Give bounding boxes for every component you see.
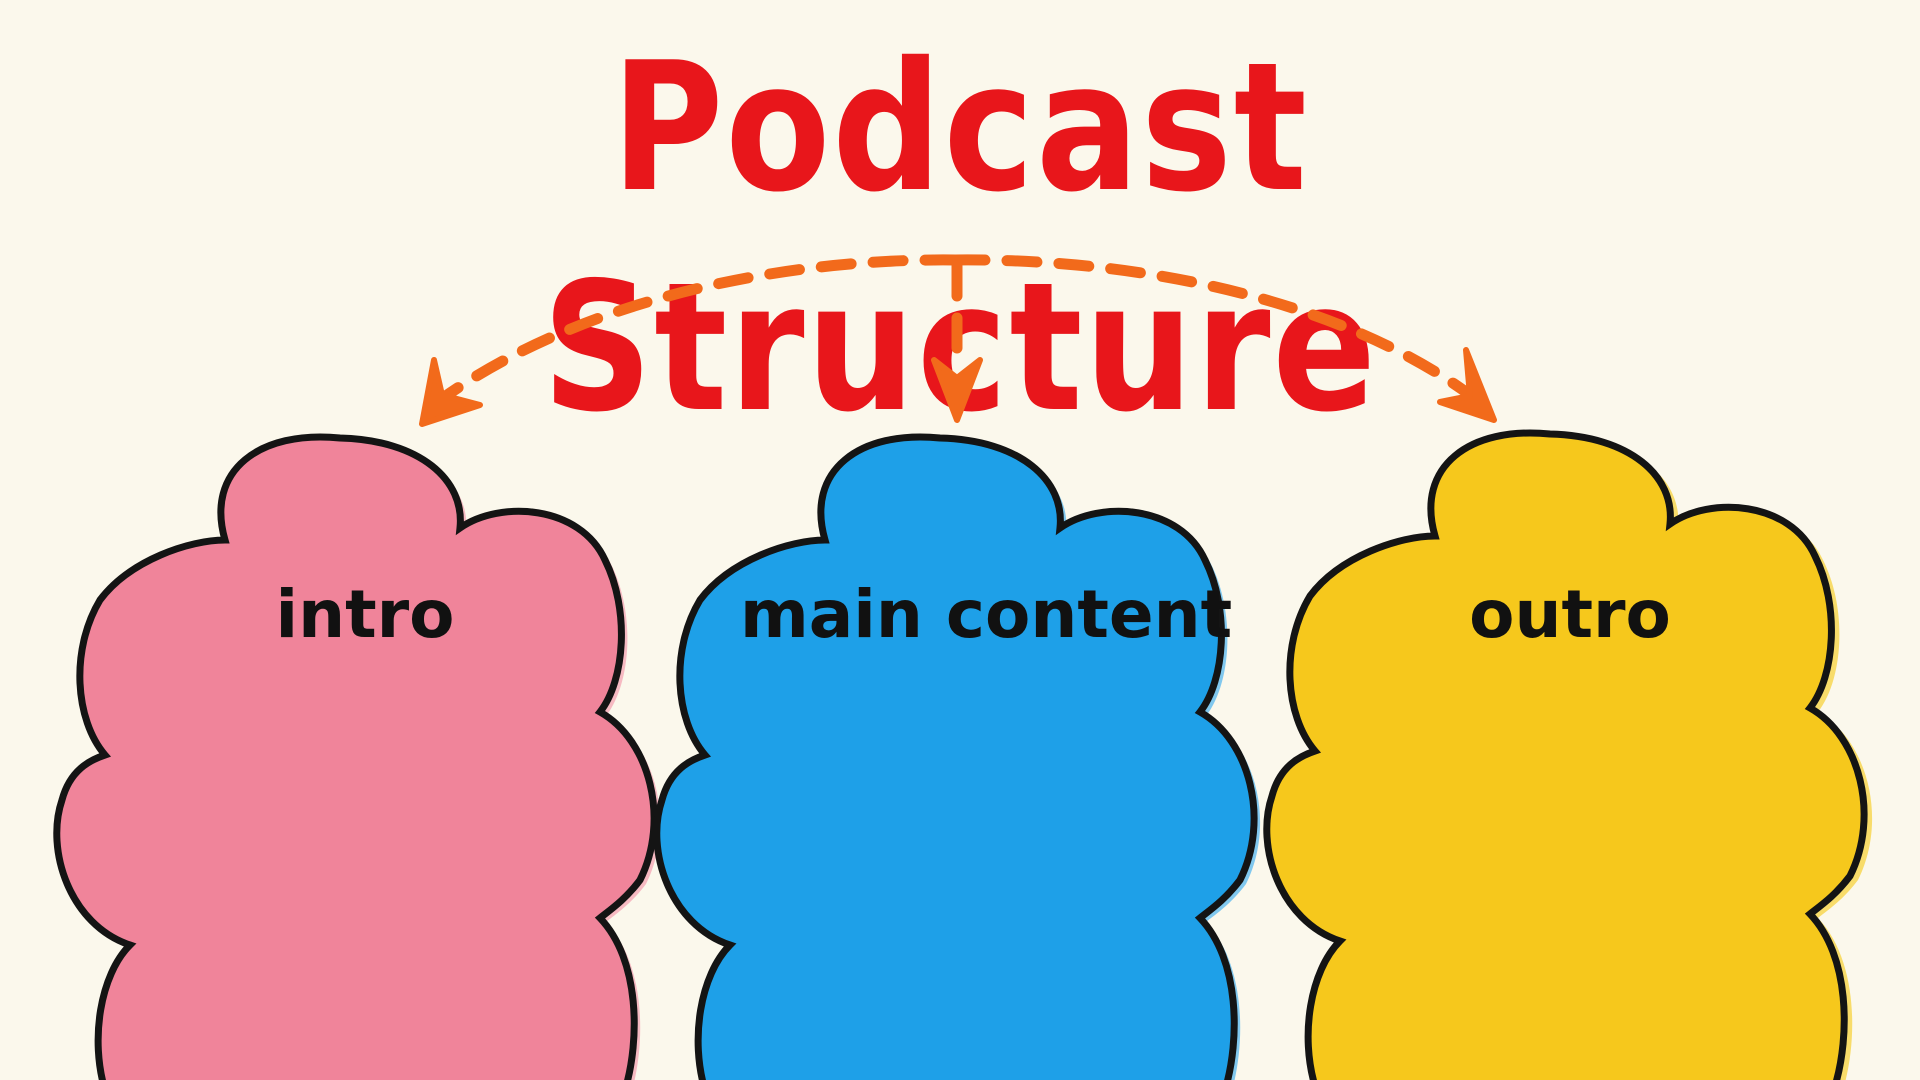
cloud-intro — [57, 437, 661, 1080]
dashed-arc-left — [434, 254, 961, 406]
arrowhead-left-icon — [419, 357, 483, 427]
label-main-content: main content — [740, 576, 1233, 653]
label-intro: intro — [275, 576, 455, 653]
label-outro: outro — [1469, 576, 1671, 653]
cloud-main-content — [657, 437, 1261, 1080]
cloud-outro — [1267, 433, 1873, 1080]
dashed-arc-right — [949, 254, 1476, 401]
connector-arrows — [434, 254, 1476, 406]
arrowhead-right-icon — [1437, 347, 1497, 423]
arrowhead-center-icon — [931, 357, 983, 423]
